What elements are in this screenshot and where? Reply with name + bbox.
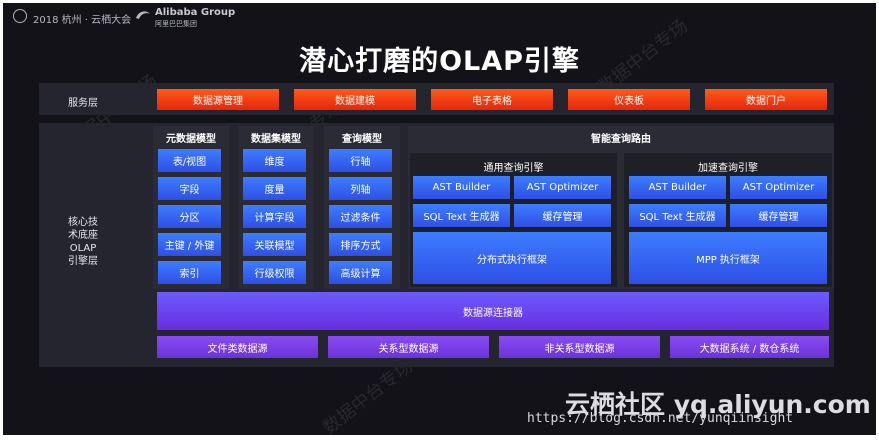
csdn-url-watermark: https://blog.csdn.net/yunqiinsight <box>527 411 794 426</box>
datasource-connector: 数据源连接器 <box>157 292 829 330</box>
metadata-item: 表/视图 <box>158 149 221 172</box>
cube-item: 行级权限 <box>243 261 306 284</box>
brand-name: Alibaba Group <box>155 7 236 18</box>
general-ast-optimizer: AST Optimizer <box>514 176 611 199</box>
metadata-item: 索引 <box>158 261 221 284</box>
core-label-line: 引擎层 <box>68 256 98 267</box>
accel-ast-optimizer: AST Optimizer <box>730 176 827 199</box>
metadata-item: 主键 / 外键 <box>158 233 221 256</box>
core-label-line: 术底座 <box>68 230 98 241</box>
general-exec-framework: 分布式执行框架 <box>413 232 611 284</box>
cube-item: 计算字段 <box>243 205 306 228</box>
metadata-item: 字段 <box>158 177 221 200</box>
service-item-portal: 数据门户 <box>705 89 827 110</box>
accel-ast-builder: AST Builder <box>629 176 726 199</box>
accel-sql-generator: SQL Text 生成器 <box>629 204 726 227</box>
metadata-item: 分区 <box>158 205 221 228</box>
general-cache-management: 缓存管理 <box>514 204 611 227</box>
service-layer-label: 服务层 <box>68 98 98 109</box>
accel-engine-title: 加速查询引擎 <box>698 163 758 174</box>
query-model-title: 查询模型 <box>342 134 382 145</box>
core-label-line: 核心技 <box>68 217 98 228</box>
general-sql-generator: SQL Text 生成器 <box>413 204 510 227</box>
source-file: 文件类数据源 <box>157 336 318 358</box>
yunqi-logo-icon <box>13 9 27 23</box>
service-item-dashboard: 仪表板 <box>568 89 690 110</box>
page-title: 潜心打磨的OLAP引擎 <box>299 46 580 77</box>
yunqi-site-watermark: 云栖社区 yq.aliyun.com <box>565 390 871 419</box>
general-engine-title: 通用查询引擎 <box>483 163 544 174</box>
core-layer-label: 核心技 术底座 OLAP 引擎层 <box>43 216 123 268</box>
brand-subname: 阿里巴巴集团 <box>155 20 197 28</box>
service-item-spreadsheet: 电子表格 <box>431 89 553 110</box>
query-item: 列轴 <box>329 177 392 200</box>
cube-item: 维度 <box>243 149 306 172</box>
query-item: 过滤条件 <box>329 205 392 228</box>
accel-exec-framework: MPP 执行框架 <box>629 232 827 284</box>
slide: 2018 杭州 · 云栖大会 Alibaba Group 阿里巴巴集团 数据中台… <box>3 3 876 439</box>
source-bigdata: 大数据系统 / 数仓系统 <box>670 336 829 358</box>
cube-model-title: 数据集模型 <box>251 134 301 145</box>
query-item: 排序方式 <box>329 233 392 256</box>
routing-title: 智能查询路由 <box>591 134 651 145</box>
query-item: 高级计算 <box>329 261 392 284</box>
source-relational: 关系型数据源 <box>328 336 489 358</box>
cube-item: 关联模型 <box>243 233 306 256</box>
general-ast-builder: AST Builder <box>413 176 510 199</box>
service-item-datasource: 数据源管理 <box>157 89 279 110</box>
core-label-line: OLAP <box>69 243 97 254</box>
metadata-model-title: 元数据模型 <box>166 134 216 145</box>
accel-cache-management: 缓存管理 <box>730 204 827 227</box>
cube-item: 度量 <box>243 177 306 200</box>
query-item: 行轴 <box>329 149 392 172</box>
event-name: 2018 杭州 · 云栖大会 <box>33 15 132 26</box>
service-item-modeling: 数据建模 <box>294 89 416 110</box>
source-nonrelational: 非关系型数据源 <box>499 336 660 358</box>
alibaba-logo-icon <box>136 11 150 19</box>
